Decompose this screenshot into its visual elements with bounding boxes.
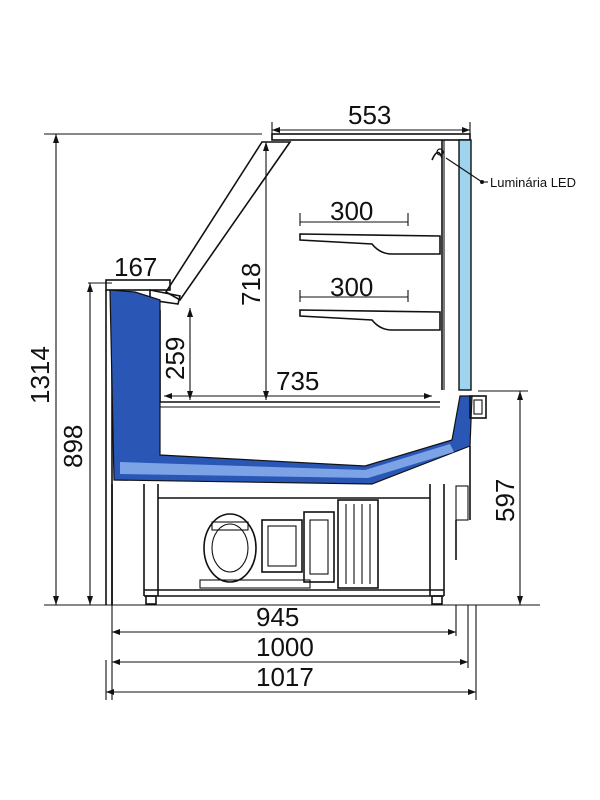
dim-label-597: 597 [490, 479, 520, 522]
dim-label-898: 898 [58, 425, 88, 468]
dim-label-167: 167 [114, 252, 157, 282]
dim-label-shelf-lower: 300 [330, 272, 373, 302]
blue-basin [109, 289, 473, 485]
dim-label-259: 259 [160, 337, 190, 380]
led-callout-label: Luminária LED [490, 175, 576, 190]
dim-label-1314: 1314 [25, 346, 55, 404]
extension-lines [44, 122, 540, 700]
led-leader [445, 157, 488, 184]
rear-glass-panel [458, 139, 472, 391]
base-frame [111, 484, 445, 605]
shelf-lower [299, 309, 441, 331]
dim-label-1000: 1000 [256, 632, 314, 662]
dim-label-735: 735 [276, 366, 319, 396]
dim-label-1017: 1017 [256, 662, 314, 692]
cabinet-body [105, 133, 472, 605]
shelf-upper [299, 233, 441, 255]
rear-fittings [455, 395, 487, 560]
dim-label-shelf-upper: 300 [330, 196, 373, 226]
dim-label-718: 718 [236, 263, 266, 306]
dimension-lines [53, 127, 523, 695]
dim-label-553: 553 [348, 100, 391, 130]
dim-label-945: 945 [256, 602, 299, 632]
refrigeration-unit [199, 499, 379, 589]
